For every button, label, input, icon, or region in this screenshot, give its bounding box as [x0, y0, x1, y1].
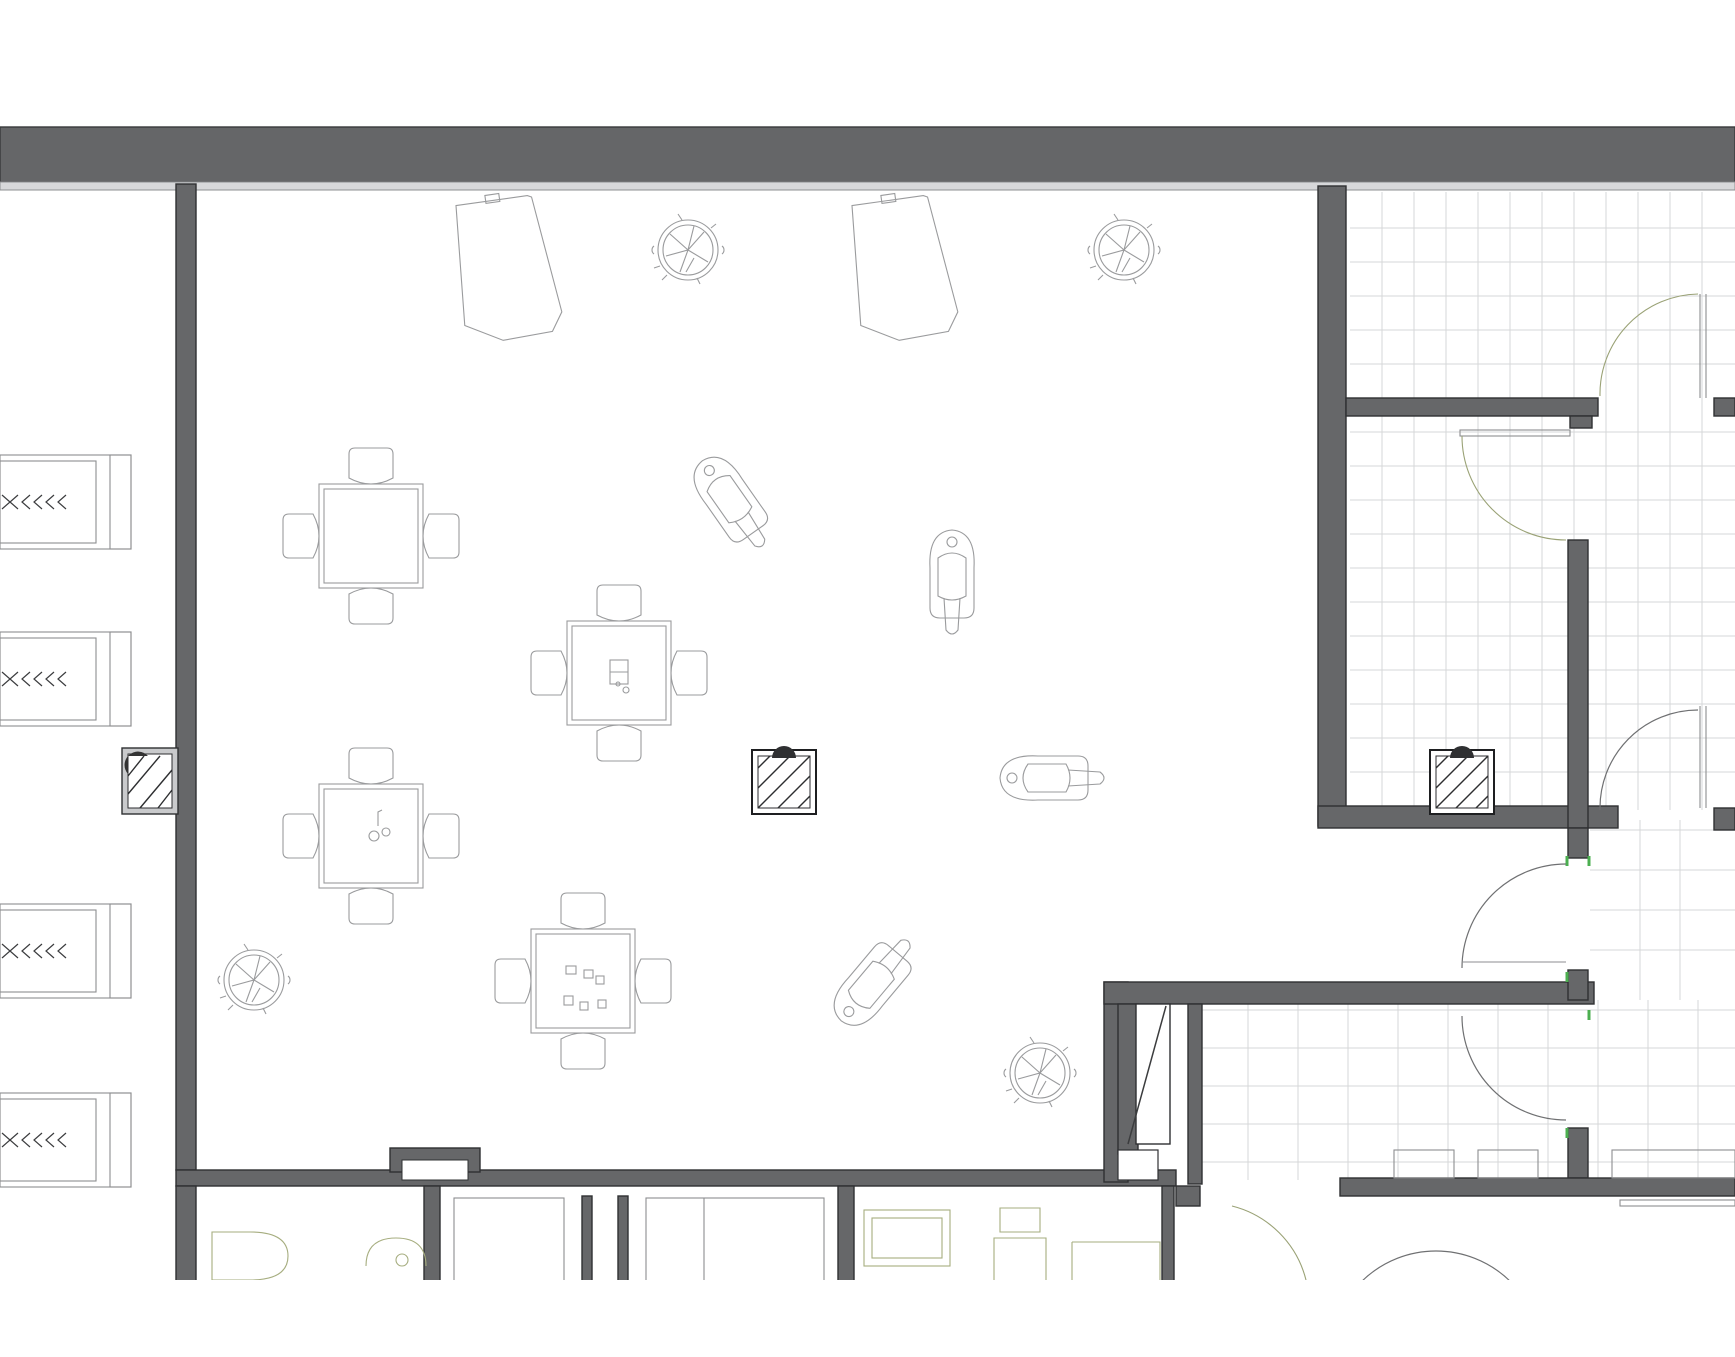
- exterior-wall-top: [0, 126, 1735, 183]
- interior-wall-left: [175, 183, 197, 1171]
- tiled-floor-upper: [1350, 192, 1735, 810]
- table-items: [368, 659, 630, 1011]
- hatched-column: [751, 746, 1495, 815]
- green-markers: [1565, 856, 1591, 1138]
- sink: [365, 1237, 427, 1267]
- interior-wall-right-room: [1317, 185, 1735, 859]
- interior-wall-bottom: [175, 969, 1735, 1357]
